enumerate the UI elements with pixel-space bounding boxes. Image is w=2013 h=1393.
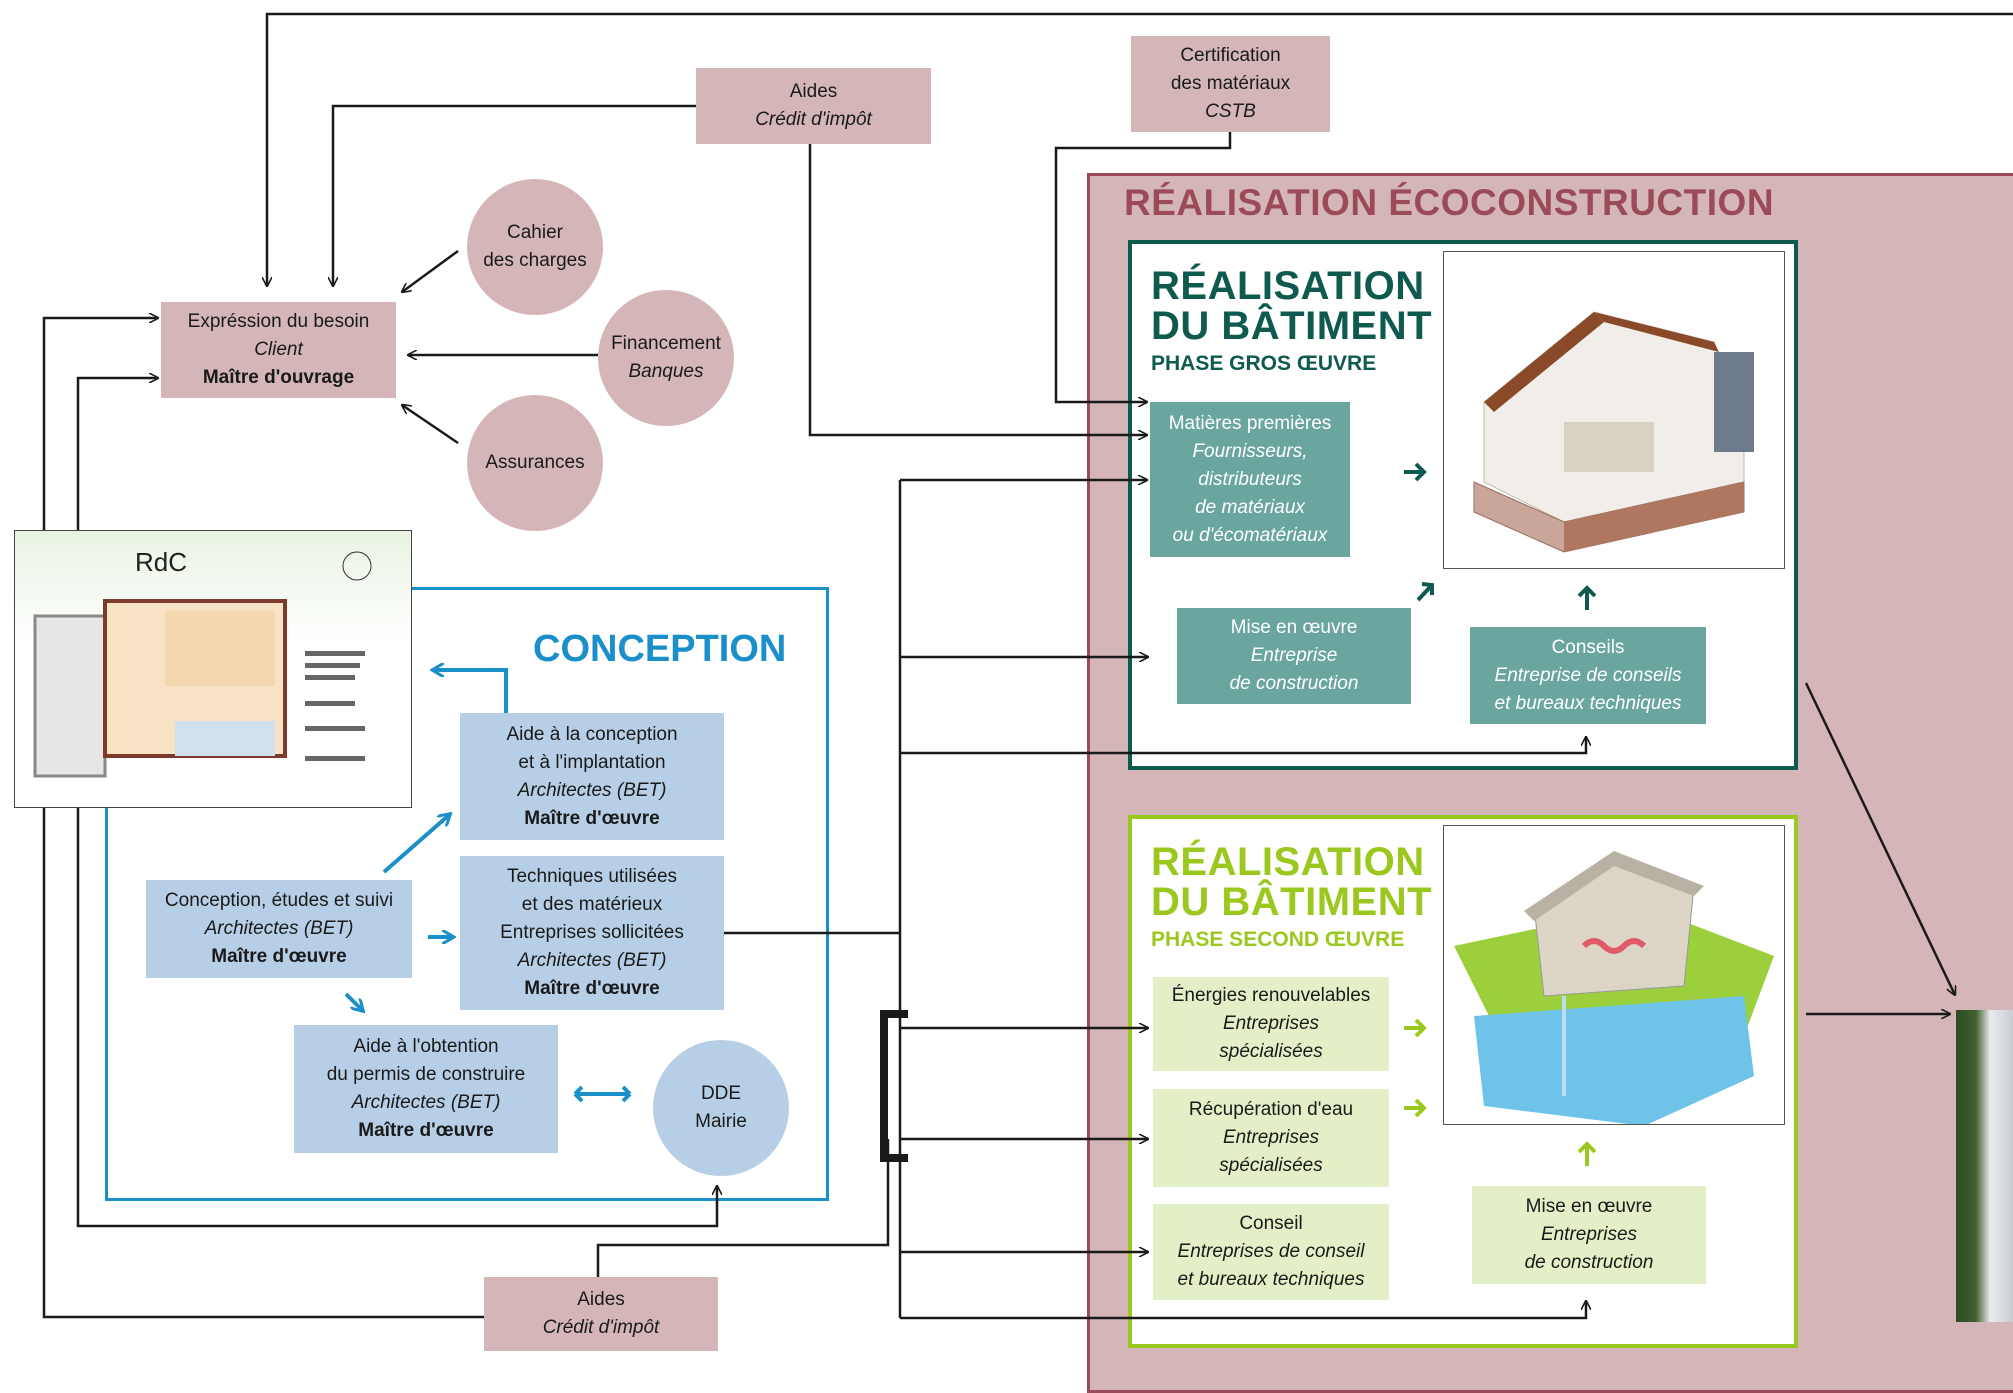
mise-second-l3: de construction xyxy=(1524,1252,1654,1273)
mise-gros-l1: Mise en œuvre xyxy=(1230,617,1358,638)
etudes-l2: Architectes (BET) xyxy=(204,918,354,939)
techniques-l3: Entreprises sollicitées xyxy=(500,922,684,943)
etudes-l1: Conception, études et suivi xyxy=(164,890,394,911)
second-title-2: DU BÂTIMENT xyxy=(1151,880,1433,924)
house-structure-image xyxy=(1443,251,1785,569)
conseil-second-l2: Entreprises de conseil xyxy=(1177,1241,1365,1262)
cahier-circle: Cahier des charges xyxy=(467,179,603,315)
etudes-box: Conception, études et suivi Architectes … xyxy=(146,880,412,978)
matieres-l5: ou d'écomatériaux xyxy=(1172,524,1328,546)
conseil-second-box: Conseil Entreprises de conseil et bureau… xyxy=(1153,1204,1389,1300)
aide-conception-l4: Maître d'œuvre xyxy=(524,807,660,829)
mise-second-l2: Entreprises xyxy=(1540,1224,1638,1245)
eco-title: RÉALISATION ÉCOCONSTRUCTION xyxy=(1124,182,1775,223)
certification-box: Certification des matériaux CSTB xyxy=(1131,36,1330,132)
certification-l3: CSTB xyxy=(1205,101,1256,122)
cahier-l1: Cahier xyxy=(507,222,563,243)
energies-box: Énergies renouvelables Entreprises spéci… xyxy=(1153,977,1389,1071)
matieres-l1: Matières premières xyxy=(1168,412,1332,434)
conseil-second-l3: et bureaux techniques xyxy=(1177,1269,1365,1290)
aide-conception-l1: Aide à la conception xyxy=(506,723,678,745)
second-title-1: RÉALISATION xyxy=(1151,840,1425,884)
dde-l1: DDE xyxy=(700,1083,742,1104)
matieres-premieres-box: Matières premières Fournisseurs, distrib… xyxy=(1150,402,1350,557)
techniques-box: Techniques utilisées et des matérieux En… xyxy=(460,856,724,1010)
techniques-l1: Techniques utilisées xyxy=(506,866,678,887)
cahier-l2: des charges xyxy=(483,250,587,271)
recuperation-l1: Récupération d'eau xyxy=(1188,1099,1354,1120)
recuperation-l2: Entreprises xyxy=(1222,1127,1320,1148)
dde-l2: Mairie xyxy=(695,1111,747,1132)
aide-conception-l3: Architectes (BET) xyxy=(517,779,667,801)
second-subtitle: PHASE SECOND ŒUVRE xyxy=(1151,928,1405,951)
techniques-l4: Architectes (BET) xyxy=(517,950,667,971)
etudes-l3: Maître d'œuvre xyxy=(211,946,347,967)
floor-plan-image: RdC xyxy=(14,530,412,808)
aides-bottom-l2: Crédit d'impôt xyxy=(542,1317,660,1338)
aides-top-l1: Aides xyxy=(789,81,838,102)
matieres-l2: Fournisseurs, xyxy=(1192,440,1308,462)
financement-l2: Banques xyxy=(628,361,704,382)
conseils-gros-l2: Entreprise de conseils xyxy=(1494,664,1682,686)
permis-box: Aide à l'obtention du permis de construi… xyxy=(294,1025,558,1153)
gros-subtitle: PHASE GROS ŒUVRE xyxy=(1151,352,1377,375)
gros-title-1: RÉALISATION xyxy=(1151,264,1425,308)
expression-l2: Client xyxy=(254,339,303,360)
mise-gros-l2: Entreprise xyxy=(1250,645,1338,666)
recuperation-l3: spécialisées xyxy=(1219,1155,1323,1176)
matieres-l3: distributeurs xyxy=(1198,468,1302,490)
geothermal-house-image xyxy=(1443,825,1785,1125)
finished-house-photo xyxy=(1956,1010,2013,1322)
conseil-second-l1: Conseil xyxy=(1239,1213,1303,1234)
assurances-l1: Assurances xyxy=(485,452,585,473)
aides-bottom-box: Aides Crédit d'impôt xyxy=(484,1277,718,1351)
expression-l1: Expréssion du besoin xyxy=(187,311,370,332)
energies-l1: Énergies renouvelables xyxy=(1171,985,1371,1006)
aide-conception-box: Aide à la conception et à l'implantation… xyxy=(460,713,724,840)
permis-l3: Architectes (BET) xyxy=(351,1092,501,1113)
aides-top-l2: Crédit d'impôt xyxy=(755,109,872,130)
permis-l4: Maître d'œuvre xyxy=(358,1120,494,1141)
financement-circle: Financement Banques xyxy=(598,290,734,426)
conception-title: CONCEPTION xyxy=(533,628,787,670)
permis-l2: du permis de construire xyxy=(326,1064,526,1085)
matieres-l4: de matériaux xyxy=(1195,496,1305,518)
aides-top-box: Aides Crédit d'impôt xyxy=(696,68,931,144)
expression-l3: Maître d'ouvrage xyxy=(202,367,355,388)
aide-conception-l2: et à l'implantation xyxy=(518,751,666,773)
mise-second-l1: Mise en œuvre xyxy=(1525,1196,1653,1217)
techniques-l5: Maître d'œuvre xyxy=(524,978,660,999)
mise-second-box: Mise en œuvre Entreprises de constructio… xyxy=(1472,1186,1706,1284)
techniques-l2: et des matérieux xyxy=(521,894,663,915)
permis-l1: Aide à l'obtention xyxy=(353,1036,499,1057)
recuperation-box: Récupération d'eau Entreprises spécialis… xyxy=(1153,1089,1389,1187)
financement-l1: Financement xyxy=(611,333,721,354)
gros-title-2: DU BÂTIMENT xyxy=(1151,304,1433,348)
conseils-gros-l1: Conseils xyxy=(1551,636,1625,658)
conception-panel xyxy=(105,587,829,1201)
certification-l1: Certification xyxy=(1180,45,1281,66)
dde-circle: DDE Mairie xyxy=(653,1040,789,1176)
aides-bottom-l1: Aides xyxy=(577,1289,625,1310)
energies-l2: Entreprises xyxy=(1222,1013,1320,1034)
floor-plan-title: RdC xyxy=(135,547,188,577)
mise-en-oeuvre-gros-box: Mise en œuvre Entreprise de construction xyxy=(1177,608,1411,704)
certification-l2: des matériaux xyxy=(1170,73,1291,94)
assurances-circle: Assurances xyxy=(467,395,603,531)
mise-gros-l3: de construction xyxy=(1229,673,1359,694)
conseils-gros-l3: et bureaux techniques xyxy=(1494,692,1682,714)
energies-l3: spécialisées xyxy=(1219,1041,1323,1062)
expression-box: Expréssion du besoin Client Maître d'ouv… xyxy=(161,302,396,398)
conseils-gros-box: Conseils Entreprise de conseils et burea… xyxy=(1470,627,1706,724)
